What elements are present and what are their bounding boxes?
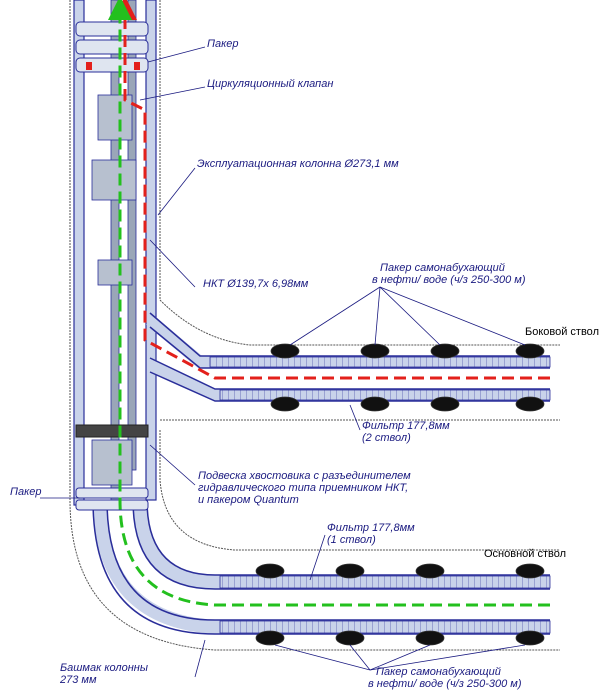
label-filter1-2: (1 ствол) bbox=[327, 534, 376, 546]
label-packer-top: Пакер bbox=[207, 38, 239, 50]
label-hanger-3: и пакером Quantum bbox=[198, 494, 299, 506]
label-filter2-2: (2 ствол) bbox=[362, 432, 411, 444]
label-shoe-1: Башмак колонны bbox=[60, 662, 148, 674]
flow-red bbox=[113, 0, 550, 380]
label-hanger-1: Подвеска хвостовика с разъединителем bbox=[198, 470, 411, 482]
label-shoe-2: 273 мм bbox=[60, 674, 97, 686]
filter-screens bbox=[209, 356, 551, 634]
label-filter1-1: Фильтр 177,8мм bbox=[327, 522, 415, 534]
label-hanger-2: гидравлического типа приемником НКТ, bbox=[198, 482, 409, 494]
lower-packers bbox=[75, 424, 149, 511]
flow-green bbox=[108, 0, 550, 607]
label-main-bore: Основной ствол bbox=[484, 548, 567, 560]
swell-packers bbox=[255, 343, 545, 646]
label-packer-lower: Пакер bbox=[10, 486, 42, 498]
leader-lines bbox=[40, 46, 526, 678]
label-swell-packer-bot-2: в нефти/ воде (ч/з 250-300 м) bbox=[368, 678, 522, 690]
top-packer bbox=[75, 21, 149, 73]
label-circulation-valve: Циркуляционный клапан bbox=[207, 78, 334, 90]
label-swell-packer-top-1: Пакер самонабухающий bbox=[380, 262, 505, 274]
label-side-bore: Боковой ствол bbox=[525, 326, 599, 338]
label-swell-packer-bot-1: Пакер самонабухающий bbox=[376, 666, 501, 678]
label-filter2-1: Фильтр 177,8мм bbox=[362, 420, 450, 432]
borehole-walls bbox=[69, 0, 560, 651]
label-swell-packer-top-2: в нефти/ воде (ч/з 250-300 м) bbox=[372, 274, 526, 286]
main-bore-liner bbox=[92, 499, 550, 635]
label-production-casing: Эксплуатационная колонна Ø273,1 мм bbox=[197, 158, 399, 170]
label-tubing: НКТ Ø139,7х 6,98мм bbox=[203, 278, 309, 290]
